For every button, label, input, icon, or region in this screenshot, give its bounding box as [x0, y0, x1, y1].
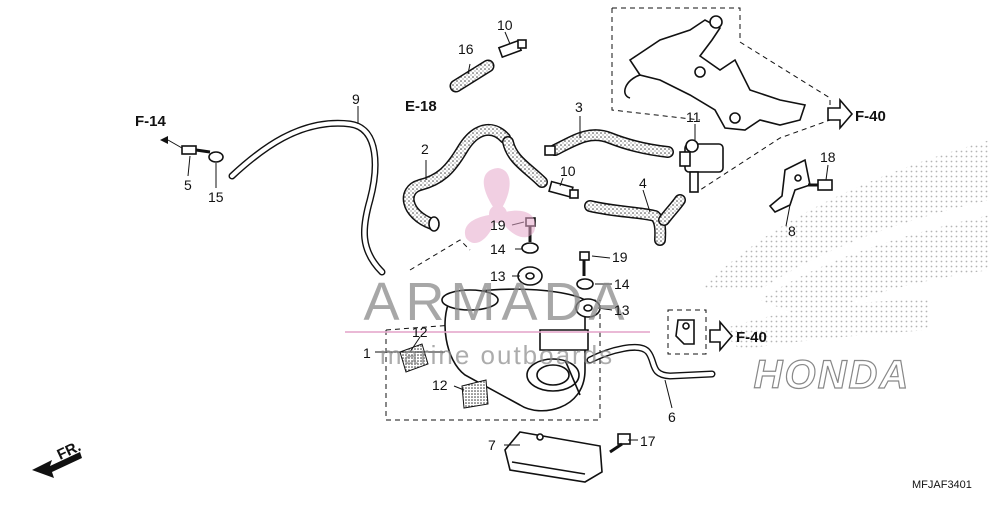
watermark-brand: ARMADA — [363, 272, 630, 332]
pad-12-upper — [399, 343, 429, 373]
hose-2 — [402, 123, 548, 232]
callout-13-right: 13 — [614, 302, 630, 318]
f40-mid-arrow-icon — [709, 319, 734, 353]
callout-14-right: 14 — [614, 276, 630, 292]
clamp-15 — [208, 151, 224, 163]
callout-8: 8 — [788, 223, 796, 239]
ref-f40-top: F-40 — [855, 108, 886, 125]
callout-12-upper: 12 — [412, 324, 428, 340]
tube-16 — [449, 59, 495, 93]
callout-12-lower: 12 — [432, 377, 448, 393]
bolt-17 — [609, 433, 631, 454]
callout-4: 4 — [639, 175, 647, 191]
callout-9: 9 — [352, 91, 360, 107]
bolt-18 — [808, 179, 833, 191]
callout-11: 11 — [686, 109, 701, 125]
callout-numbers: 1 2 3 4 5 6 7 8 9 10 10 11 12 12 13 13 1… — [184, 17, 836, 453]
tube-6 — [586, 343, 716, 380]
hose-3 — [544, 129, 674, 158]
joint-10-upper — [497, 39, 527, 59]
hose-4 — [584, 194, 686, 246]
callout-5: 5 — [184, 177, 192, 193]
collar-14-right — [576, 278, 594, 290]
reference-arrows — [32, 97, 854, 478]
bolt-19-right — [579, 251, 590, 276]
callout-17: 17 — [640, 433, 656, 449]
callout-2: 2 — [421, 141, 429, 157]
armada-watermark: ARMADA marine outboards — [345, 168, 650, 370]
honda-wing-logo: HONDA — [700, 140, 990, 398]
ref-f40-mid: F-40 — [736, 329, 767, 346]
watermark-tagline: marine outboards — [380, 340, 614, 370]
canister-1 — [441, 288, 589, 412]
ref-f14: F-14 — [135, 113, 167, 130]
bracket-7 — [504, 431, 603, 483]
bracket-assembly — [624, 15, 807, 131]
hose-9 — [228, 119, 386, 276]
direction-label: FR. — [55, 438, 84, 464]
stay-8 — [768, 158, 811, 213]
f14-arrow-icon — [160, 136, 168, 144]
callout-10-upper: 10 — [497, 17, 513, 33]
pad-12-lower — [461, 379, 489, 409]
front-direction-arrow-icon — [32, 452, 82, 478]
collar-14-left — [521, 242, 539, 254]
honda-logo-text: HONDA — [754, 353, 911, 397]
clip-f40 — [675, 319, 695, 345]
callout-16: 16 — [458, 41, 474, 57]
diagram-code: MFJAF3401 — [912, 479, 972, 491]
callout-10-lower: 10 — [560, 163, 576, 179]
callout-3: 3 — [575, 99, 583, 115]
callout-1: 1 — [363, 345, 371, 361]
joint-10-lower — [548, 180, 579, 199]
callout-7: 7 — [488, 437, 496, 453]
callout-18: 18 — [820, 149, 836, 165]
solenoid-valve-11 — [679, 139, 724, 193]
callout-19-right: 19 — [612, 249, 628, 265]
f40-top-arrow-icon — [827, 97, 854, 131]
propeller-icon — [464, 168, 536, 244]
ref-e18: E-18 — [405, 98, 437, 115]
callout-6: 6 — [668, 409, 676, 425]
callout-14-left: 14 — [490, 241, 506, 257]
callout-13-left: 13 — [490, 268, 506, 284]
leader-lines — [187, 31, 829, 446]
callout-15: 15 — [208, 189, 224, 205]
fitting-5 — [181, 145, 211, 155]
callout-19-left: 19 — [490, 217, 506, 233]
